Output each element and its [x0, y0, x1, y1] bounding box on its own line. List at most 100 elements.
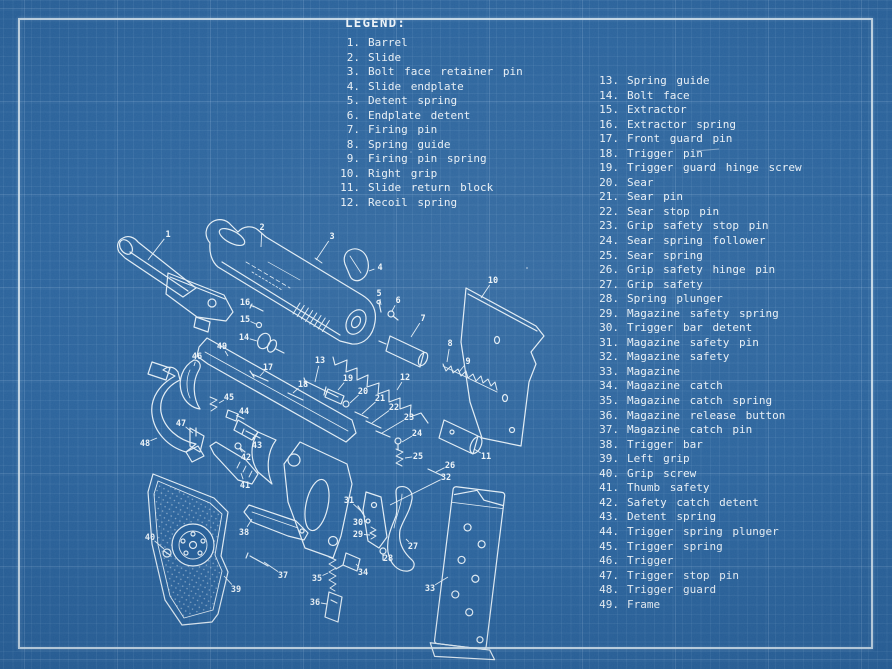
part-front-guard-pin: [249, 370, 269, 382]
callout-leader-37: [263, 561, 279, 572]
part-detent-spring-43: [241, 428, 261, 439]
legend-item-label: Magazine safety: [627, 350, 730, 364]
legend-item: 48.Trigger guard: [598, 583, 802, 598]
part-barrel: [117, 236, 234, 333]
legend-item-label: Magazine safety spring: [627, 306, 779, 320]
legend-item-label: Sear spring: [627, 248, 703, 262]
callout-19: 19: [343, 374, 353, 384]
part-left-grip: [147, 473, 229, 626]
callout-leader-32: [389, 479, 441, 506]
callout-leader-17: [259, 371, 265, 377]
legend-item: 44.Trigger spring plunger: [598, 525, 802, 540]
legend-item-number: 41.: [599, 481, 619, 495]
callout-leader-46: [193, 361, 196, 367]
callout-1: 1: [165, 230, 170, 240]
legend-item-label: Sear: [627, 175, 654, 189]
legend-item-label: Grip safety: [627, 277, 703, 291]
legend-item-label: Spring guide: [368, 137, 451, 151]
legend-item-number: 37.: [599, 423, 619, 437]
legend-item-label: Detent spring: [627, 510, 717, 524]
legend-item-label: Spring plunger: [627, 292, 723, 306]
callout-leader-10: [480, 284, 491, 299]
legend-item: 46.Trigger: [598, 554, 802, 569]
callout-leader-39: [223, 575, 233, 585]
part-trigger-pin: [287, 392, 304, 401]
legend-item-number: 7.: [346, 123, 360, 137]
legend-item: 22.Sear stop pin: [598, 205, 802, 220]
legend-item-label: Right grip: [368, 166, 438, 180]
callout-leader-1: [147, 238, 165, 261]
legend-item-number: 40.: [599, 466, 619, 480]
legend-item-label: Grip safety hinge pin: [627, 263, 776, 277]
part-slide-return-block: [438, 419, 483, 455]
callout-leader-36: [320, 602, 328, 605]
legend-item: 13.Spring guide: [598, 74, 802, 89]
callout-20: 20: [358, 387, 368, 397]
callout-leader-20: [349, 394, 359, 404]
legend-item-label: Slide endplate: [368, 79, 464, 93]
callout-23: 23: [404, 413, 414, 423]
legend-item-number: 11.: [340, 181, 360, 195]
callout-36: 36: [310, 598, 320, 608]
callout-leader-2: [260, 232, 263, 248]
legend-item-label: Thumb safety: [627, 481, 710, 495]
legend-item-number: 16.: [599, 117, 619, 131]
callout-37: 37: [278, 571, 288, 581]
legend-item-number: 29.: [599, 306, 619, 320]
callout-26: 26: [445, 461, 455, 471]
part-trigger-bar: [243, 504, 309, 541]
legend-item-number: 32.: [599, 350, 619, 364]
callout-leader-lines: [147, 232, 491, 605]
legend-item-label: Frame: [627, 597, 661, 611]
legend-item-number: 14.: [599, 88, 619, 102]
legend-item-number: 3.: [346, 65, 360, 79]
legend-item-number: 12.: [340, 196, 360, 210]
callout-16: 16: [240, 298, 250, 308]
part-magazine-safety-spring: [369, 526, 377, 540]
callout-17: 17: [263, 363, 273, 373]
part-trigger: [179, 359, 201, 410]
legend-item-number: 34.: [599, 379, 619, 393]
legend-item: 15.Extractor: [598, 103, 802, 118]
legend-item-number: 2.: [346, 50, 360, 64]
legend-item-number: 25.: [599, 248, 619, 262]
legend-item: 18.Trigger pin: [598, 147, 802, 162]
callout-leader-26: [435, 467, 445, 473]
callout-48: 48: [140, 439, 150, 449]
legend-item: 7.Firing pin: [334, 123, 523, 138]
callout-leader-43: [252, 436, 255, 440]
legend-item-label: Magazine release button: [627, 408, 786, 422]
legend-item: 23.Grip safety stop pin: [598, 219, 802, 234]
part-safety-catch-detent: [234, 442, 246, 453]
part-trigger-spring-plunger: [225, 409, 245, 422]
callout-leader-5: [379, 298, 382, 306]
legend-item-number: 13.: [599, 74, 619, 87]
legend-item: 12.Recoil spring: [334, 196, 523, 211]
legend-item-label: Trigger guard hinge screw: [627, 161, 802, 175]
legend-item: 35.Magazine catch spring: [598, 394, 802, 409]
callout-9: 9: [465, 357, 470, 367]
callout-18: 18: [298, 380, 308, 390]
legend-item-label: Sear pin: [627, 190, 683, 204]
legend-item-label: Safety catch detent: [627, 495, 759, 509]
legend-item-number: 10.: [340, 166, 360, 180]
callout-24: 24: [412, 429, 422, 439]
legend-item-label: Slide return block: [368, 181, 494, 195]
callout-33: 33: [425, 584, 435, 594]
callout-leader-31: [353, 503, 362, 512]
legend-item: 36.Magazine release button: [598, 409, 802, 424]
part-right-grip: [460, 287, 545, 447]
legend-item-number: 21.: [599, 190, 619, 204]
legend-item: 30.Trigger bar detent: [598, 321, 802, 336]
legend-item-label: Extractor: [627, 103, 687, 117]
callout-leader-40: [154, 540, 165, 550]
legend-item-label: Firing pin spring: [368, 152, 487, 166]
legend-item-number: 48.: [599, 583, 619, 597]
legend-item: 10. Right grip: [334, 167, 523, 182]
legend-item-number: 24.: [599, 234, 619, 248]
legend-item: 4.Slide endplate: [334, 80, 523, 95]
callout-leader-11: [473, 448, 482, 454]
callout-44: 44: [239, 407, 249, 417]
